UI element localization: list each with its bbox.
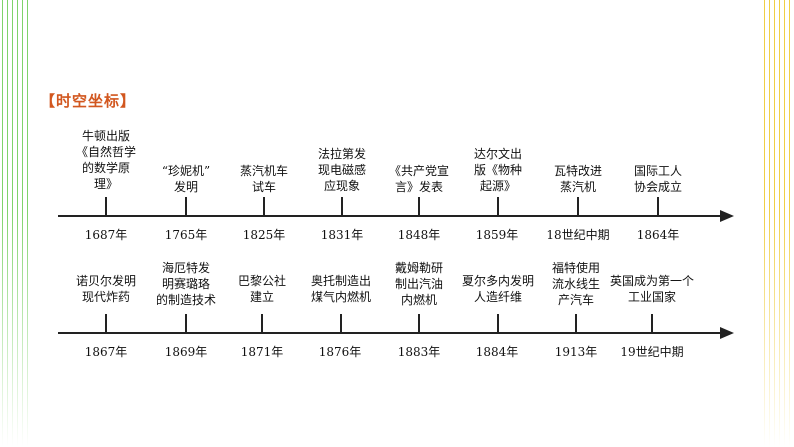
timeline-2-event: 英国成为第一个 工业国家 [609,274,694,304]
section-title: 【时空坐标】 [40,92,137,110]
timeline-2-event: 诺贝尔发明 现代炸药 [75,274,136,304]
timeline-1-event: 牛顿出版 《自然哲学 的数学原 理》 [75,129,136,191]
timeline-2-year: 1883年 [397,345,441,359]
timeline-2-event: 福特使用 流水线生 产汽车 [551,261,600,307]
timeline-1-arrowhead [720,210,734,222]
timeline-1-year: 18世纪中期 [546,228,610,242]
timeline-2-tick [185,314,187,332]
timeline-2-axis [58,332,722,334]
timeline-1-event: 法拉第发 现电磁感 应现象 [317,147,366,193]
timeline-1-tick [657,197,659,215]
timeline-2-tick [651,314,653,332]
timeline-2-tick [575,314,577,332]
timeline-2-year: 1871年 [240,345,284,359]
timeline-1-year: 1859年 [475,228,519,242]
timeline-2-year: 1884年 [475,345,519,359]
timeline-1-year: 1831年 [320,228,364,242]
timeline-1-tick [341,197,343,215]
timeline-2-tick [497,314,499,332]
timeline-1-tick [105,197,107,215]
timeline-1-event: 国际工人 协会成立 [633,164,682,194]
timeline-1-tick [577,197,579,215]
timeline-1-year: 1864年 [636,228,680,242]
timeline-1-event: 《共产党宣 言》发表 [388,164,449,194]
timeline-2-arrowhead [720,327,734,339]
timeline-1-event: 达尔文出 版《物种 起源》 [473,147,522,193]
timeline-1-year: 1825年 [242,228,286,242]
timeline-2-tick [418,314,420,332]
timeline-1-axis [58,215,722,217]
timeline-2-event: 夏尔多内发明 人造纤维 [461,274,534,304]
timeline-2-event: 巴黎公社 建立 [237,274,286,304]
timeline-1-year: 1687年 [84,228,128,242]
timeline-2-event: 戴姆勒研 制出汽油 内燃机 [394,261,443,307]
timeline-2-tick [261,314,263,332]
timeline-2-year: 1869年 [164,345,208,359]
timeline-2-year: 1867年 [84,345,128,359]
left-decorative-stripe [0,0,32,447]
timeline-2-year: 1876年 [318,345,362,359]
timeline-1-event: 瓦特改进 蒸汽机 [553,164,602,194]
timeline-2-event: 海厄特发 明赛璐珞 的制造技术 [155,261,216,307]
timeline-2-year: 1913年 [554,345,598,359]
timeline-1-event: “珍妮机” 发明 [161,164,211,194]
timeline-2-year: 19世纪中期 [620,345,684,359]
timeline-2-event: 奥托制造出 煤气内燃机 [310,274,371,304]
timeline-1-year: 1848年 [397,228,441,242]
timeline-1-tick [418,197,420,215]
timeline-1-tick [263,197,265,215]
right-decorative-stripe [762,0,794,447]
timeline-1-year: 1765年 [164,228,208,242]
timeline-2-tick [105,314,107,332]
timeline-1-tick [185,197,187,215]
timeline-2-tick [340,314,342,332]
timeline-1-event: 蒸汽机车 试车 [239,164,288,194]
timeline-1-tick [497,197,499,215]
